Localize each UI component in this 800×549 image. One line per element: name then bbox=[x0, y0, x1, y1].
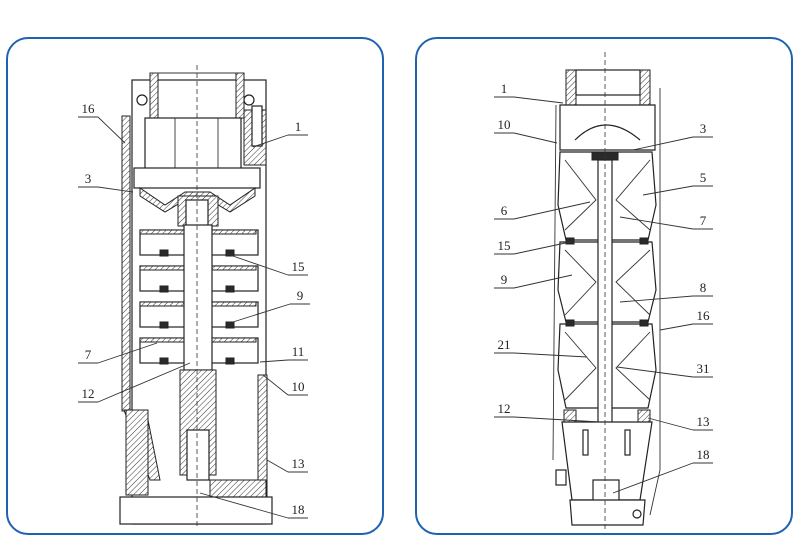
callout-number: 1 bbox=[295, 119, 302, 134]
callout-leader-line bbox=[199, 492, 289, 519]
callout-leader-line bbox=[97, 362, 191, 403]
callout-6: 6 bbox=[494, 201, 591, 220]
right-pump-drawing bbox=[552, 52, 661, 530]
callout-1: 1 bbox=[494, 81, 564, 104]
callout-10: 10 bbox=[262, 374, 308, 396]
callout-7: 7 bbox=[619, 213, 713, 230]
callout-7: 7 bbox=[78, 342, 158, 364]
callout-13: 13 bbox=[266, 456, 308, 473]
callout-9: 9 bbox=[494, 272, 573, 289]
callout-leader-line bbox=[619, 295, 694, 303]
callout-leader-line bbox=[619, 216, 694, 230]
callout-number: 9 bbox=[501, 272, 508, 287]
callout-number: 16 bbox=[697, 308, 711, 323]
discharge-pipe-left-wall bbox=[149, 72, 159, 119]
callout-leader-line bbox=[642, 185, 694, 196]
callout-leader-line bbox=[97, 342, 158, 364]
motor-coupling-base bbox=[569, 499, 646, 526]
callout-number: 21 bbox=[498, 337, 511, 352]
callout-number: 3 bbox=[85, 171, 92, 186]
callout-12: 12 bbox=[494, 401, 601, 423]
callout-21: 21 bbox=[494, 337, 588, 358]
left-pump-drawing bbox=[119, 65, 273, 528]
callout-leader-line bbox=[632, 136, 694, 151]
callout-number: 11 bbox=[292, 344, 305, 359]
callout-number: 31 bbox=[697, 361, 710, 376]
callout-16: 16 bbox=[659, 308, 713, 331]
callout-16: 16 bbox=[78, 101, 126, 144]
discharge-outlet bbox=[575, 69, 641, 96]
callout-10: 10 bbox=[494, 117, 558, 144]
callout-leader-line bbox=[97, 186, 134, 193]
callout-18: 18 bbox=[199, 492, 308, 519]
callout-3: 3 bbox=[78, 171, 134, 193]
callout-11: 11 bbox=[259, 344, 308, 363]
callout-number: 12 bbox=[82, 386, 95, 401]
callout-15: 15 bbox=[494, 238, 571, 255]
callout-number: 1 bbox=[501, 81, 508, 96]
callout-number: 15 bbox=[498, 238, 511, 253]
callout-number: 10 bbox=[292, 379, 305, 394]
callout-12: 12 bbox=[78, 362, 191, 403]
callout-number: 16 bbox=[82, 101, 96, 116]
callout-leader-line bbox=[97, 116, 126, 144]
callout-leader-line bbox=[259, 359, 289, 363]
callout-number: 7 bbox=[85, 347, 92, 362]
callout-number: 18 bbox=[292, 502, 305, 517]
callout-leader-line bbox=[229, 254, 289, 276]
callout-number: 3 bbox=[700, 121, 707, 136]
callout-leader-line bbox=[513, 416, 601, 423]
discharge-pipe-right-wall bbox=[235, 72, 245, 119]
callout-3: 3 bbox=[632, 121, 713, 151]
callout-number: 13 bbox=[697, 414, 710, 429]
right-callouts: 1 10 3 5 6 7 15 9 8 16 21 31 12 13 18 bbox=[494, 81, 713, 494]
callout-leader-line bbox=[513, 274, 573, 289]
callout-number: 9 bbox=[297, 288, 304, 303]
callout-leader-line bbox=[513, 132, 558, 144]
callout-number: 10 bbox=[498, 117, 511, 132]
base-plate bbox=[119, 496, 273, 525]
callout-leader-line bbox=[232, 303, 291, 323]
callout-leader-line bbox=[266, 459, 289, 473]
callout-number: 5 bbox=[700, 170, 707, 185]
callout-leader-line bbox=[647, 417, 694, 431]
callout-13: 13 bbox=[647, 414, 713, 431]
callout-leader-line bbox=[513, 241, 571, 255]
callout-leader-line bbox=[252, 134, 289, 148]
callout-5: 5 bbox=[642, 170, 713, 196]
callout-1: 1 bbox=[252, 119, 308, 148]
callout-number: 13 bbox=[292, 456, 305, 471]
callout-number: 8 bbox=[700, 280, 707, 295]
callout-leader-line bbox=[612, 462, 694, 494]
pump-shaft bbox=[183, 224, 213, 371]
callout-31: 31 bbox=[616, 361, 713, 378]
valve-chamber bbox=[144, 117, 242, 174]
callout-leader-line bbox=[513, 352, 588, 358]
callout-number: 7 bbox=[700, 213, 707, 228]
callout-leader-line bbox=[262, 374, 289, 396]
callout-18: 18 bbox=[612, 447, 713, 494]
callout-9: 9 bbox=[232, 288, 310, 323]
callout-number: 15 bbox=[292, 259, 305, 274]
callout-number: 6 bbox=[501, 203, 508, 218]
callout-leader-line bbox=[513, 96, 564, 104]
callout-8: 8 bbox=[619, 280, 713, 303]
cable-guard bbox=[121, 115, 131, 412]
callout-number: 18 bbox=[697, 447, 710, 462]
callout-leader-line bbox=[659, 323, 694, 331]
callout-leader-line bbox=[616, 366, 694, 378]
callout-leader-line bbox=[513, 201, 591, 220]
callout-15: 15 bbox=[229, 254, 308, 276]
callout-number: 12 bbox=[498, 401, 511, 416]
